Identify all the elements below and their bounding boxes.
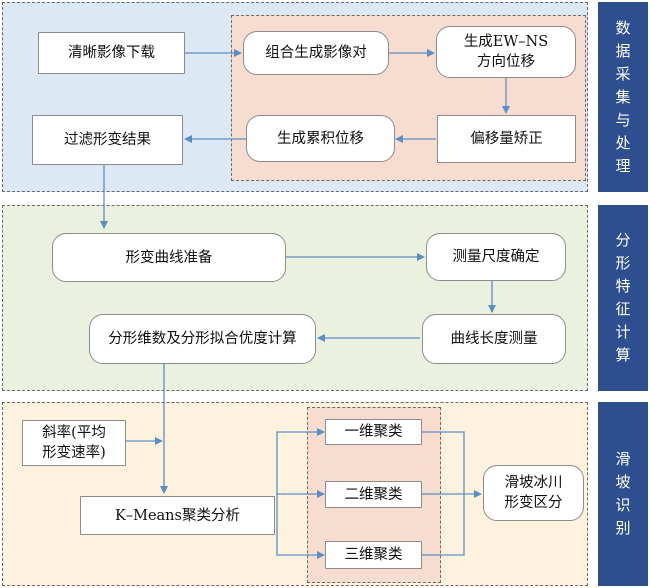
node-cumulative-displacement: 生成累积位移: [246, 115, 395, 162]
node-cluster-3d: 三维聚类: [325, 541, 422, 569]
node-filter-results: 过滤形变结果: [32, 115, 183, 165]
node-offset-correction: 偏移量矫正: [437, 115, 576, 163]
node-kmeans: K–Means聚类分析: [80, 496, 275, 535]
node-fractal-computation: 分形维数及分形拟合优度计算: [89, 314, 316, 364]
node-length-measurement: 曲线长度测量: [422, 314, 566, 364]
node-pair-generation: 组合生成影像对: [243, 31, 389, 75]
node-image-download: 清晰影像下载: [38, 32, 185, 74]
node-landslide-glacier-distinction: 滑坡冰川 形变区分: [483, 465, 584, 521]
node-curve-preparation: 形变曲线准备: [52, 233, 286, 282]
node-slope-rate: 斜率(平均 形变速率): [22, 420, 126, 466]
side-label-identification: 滑坡识别: [598, 402, 648, 586]
side-label-fractal: 分形特征计算: [598, 205, 648, 391]
node-scale-determination: 测量尺度确定: [426, 233, 566, 281]
node-ew-ns-displacement: 生成EW–NS 方向位移: [436, 26, 576, 78]
node-cluster-2d: 二维聚类: [325, 481, 422, 508]
node-cluster-1d: 一维聚类: [325, 419, 422, 445]
side-label-data-acquisition: 数据采集与处理: [598, 2, 648, 192]
